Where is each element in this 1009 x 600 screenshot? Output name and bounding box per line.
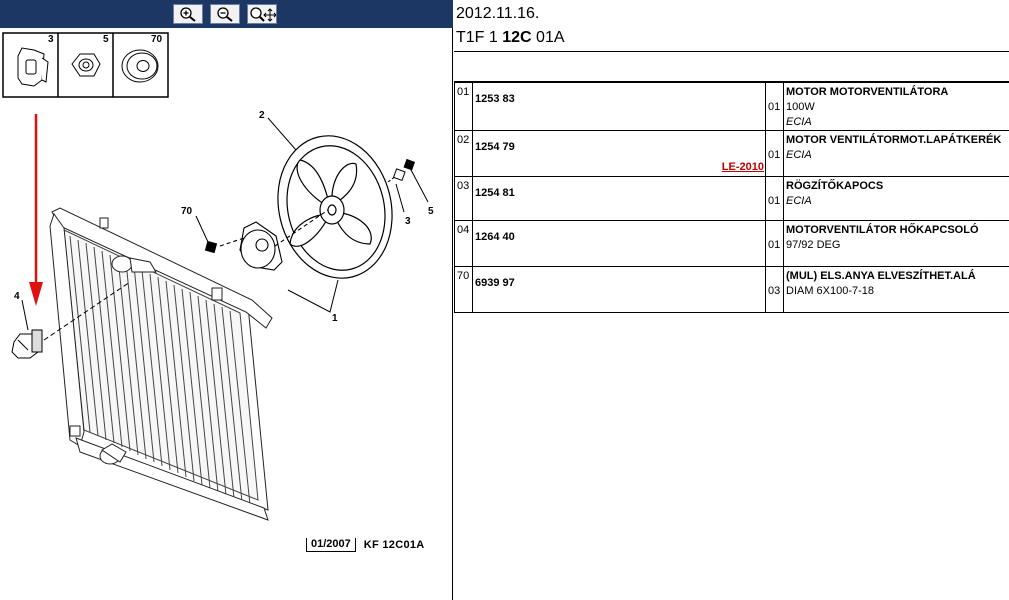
table-top-divider	[454, 81, 1009, 82]
box-callout-5: 5	[103, 34, 109, 45]
pos-cell: 04	[454, 220, 473, 267]
catalog-code: T1F 1 12C 01A	[456, 29, 565, 47]
ref-cell: 6939 97	[472, 266, 766, 313]
callout-1: 1	[332, 313, 338, 324]
table-row[interactable]: 70 6939 97 03 (MUL) ELS.ANYA ELVESZÍTHET…	[454, 266, 1009, 313]
callout-70: 70	[181, 206, 193, 217]
desc-italic: ECIA	[786, 116, 812, 128]
desc-italic: ECIA	[786, 149, 812, 161]
zoom-toolbar	[0, 0, 453, 28]
ref-number[interactable]: 1264 40	[475, 231, 515, 243]
desc-cell: MOTOR VENTILÁTORMOT.LAPÁTKERÉK ECIA	[783, 130, 1009, 177]
zoom-move-button[interactable]	[247, 4, 277, 24]
code-prefix: T1F 1	[456, 29, 503, 46]
qty-cell: 03	[765, 266, 784, 313]
header-divider	[454, 51, 1009, 52]
callout-5: 5	[428, 206, 434, 217]
callout-3: 3	[405, 216, 411, 227]
washer-part-drawing	[121, 49, 159, 83]
callout-2: 2	[259, 110, 265, 121]
desc-cell: (MUL) ELS.ANYA ELVESZÍTHET.ALÁ DIAM 6X10…	[783, 266, 1009, 313]
pos-cell: 70	[454, 266, 473, 313]
qty-cell: 01	[765, 82, 784, 131]
pos-cell: 02	[454, 130, 473, 177]
pos-cell: 01	[454, 82, 473, 131]
direction-arrow	[29, 114, 43, 306]
table-row[interactable]: 01 1253 83 01 MOTOR MOTORVENTILÁTORA 100…	[454, 82, 1009, 131]
table-row[interactable]: 02 1254 79 LE-2010 01 MOTOR VENTILÁTORMO…	[454, 130, 1009, 177]
desc-title: MOTORVENTILÁTOR HŐKAPCSOLÓ	[786, 224, 979, 236]
qty-cell: 01	[765, 220, 784, 267]
box-callout-3: 3	[48, 34, 54, 45]
code-suffix: 01A	[531, 29, 565, 46]
thermo-switch-drawing	[11, 281, 131, 359]
ref-number[interactable]: 6939 97	[475, 277, 515, 289]
zoom-in-icon	[180, 7, 196, 22]
ref-cell: 1264 40	[472, 220, 766, 267]
desc-italic: ECIA	[786, 195, 812, 207]
zoom-move-icon	[250, 7, 276, 22]
diagram-pane: 3 5 70	[0, 0, 453, 600]
qty-cell: 01	[765, 176, 784, 221]
pos-cell: 03	[454, 176, 473, 221]
ref-cell: 1254 81	[472, 176, 766, 221]
diagram-date: 01/2007	[306, 538, 356, 552]
ref-cell: 1253 83	[472, 82, 766, 131]
zoom-out-icon	[217, 7, 233, 22]
ref-cell: 1254 79 LE-2010	[472, 130, 766, 177]
small-parts-panel	[2, 32, 169, 98]
leader-lines	[21, 117, 429, 331]
zoom-out-button[interactable]	[210, 4, 240, 24]
nut-part-drawing	[71, 53, 101, 77]
desc-line: 97/92 DEG	[786, 239, 841, 251]
fan-shroud-drawing	[277, 135, 393, 279]
ref-number[interactable]: 1254 81	[475, 187, 515, 199]
zoom-in-button[interactable]	[173, 4, 203, 24]
parts-table: 01 1253 83 01 MOTOR MOTORVENTILÁTORA 100…	[454, 82, 1009, 313]
desc-title: (MUL) ELS.ANYA ELVESZÍTHET.ALÁ	[786, 270, 976, 282]
fan-motor-drawing	[219, 209, 329, 271]
table-row[interactable]: 04 1264 40 01 MOTORVENTILÁTOR HŐKAPCSOLÓ…	[454, 220, 1009, 267]
validity-link[interactable]: LE-2010	[721, 161, 764, 173]
parts-list-pane: 2012.11.16. T1F 1 12C 01A 01 1253 83 01 …	[454, 0, 1009, 600]
desc-title: RÖGZÍTŐKAPOCS	[786, 180, 884, 192]
diagram-footer: 01/2007 KF 12C01A	[306, 537, 425, 553]
table-row[interactable]: 03 1254 81 01 RÖGZÍTŐKAPOCS ECIA	[454, 176, 1009, 221]
exploded-parts-diagram: 3 5 70	[2, 32, 434, 521]
ref-number[interactable]: 1254 79	[475, 141, 515, 153]
desc-cell: MOTOR MOTORVENTILÁTORA 100W ECIA	[783, 82, 1009, 131]
qty-cell: 01	[765, 130, 784, 177]
ref-number[interactable]: 1253 83	[475, 93, 515, 105]
desc-line: 100W	[786, 101, 815, 113]
box-callout-70: 70	[151, 34, 163, 45]
code-bold: 12C	[502, 29, 532, 46]
clip-part-drawing	[17, 47, 49, 87]
clip-symbols	[204, 158, 416, 254]
desc-title: MOTOR VENTILÁTORMOT.LAPÁTKERÉK	[786, 134, 1002, 146]
radiator-drawing	[49, 207, 273, 521]
diagram-code: KF 12C01A	[363, 539, 425, 551]
desc-cell: MOTORVENTILÁTOR HŐKAPCSOLÓ 97/92 DEG	[783, 220, 1009, 267]
catalog-date: 2012.11.16.	[456, 5, 540, 22]
desc-cell: RÖGZÍTŐKAPOCS ECIA	[783, 176, 1009, 221]
desc-line: DIAM 6X100-7-18	[786, 285, 875, 297]
callout-4: 4	[14, 291, 20, 302]
desc-title: MOTOR MOTORVENTILÁTORA	[786, 86, 949, 98]
